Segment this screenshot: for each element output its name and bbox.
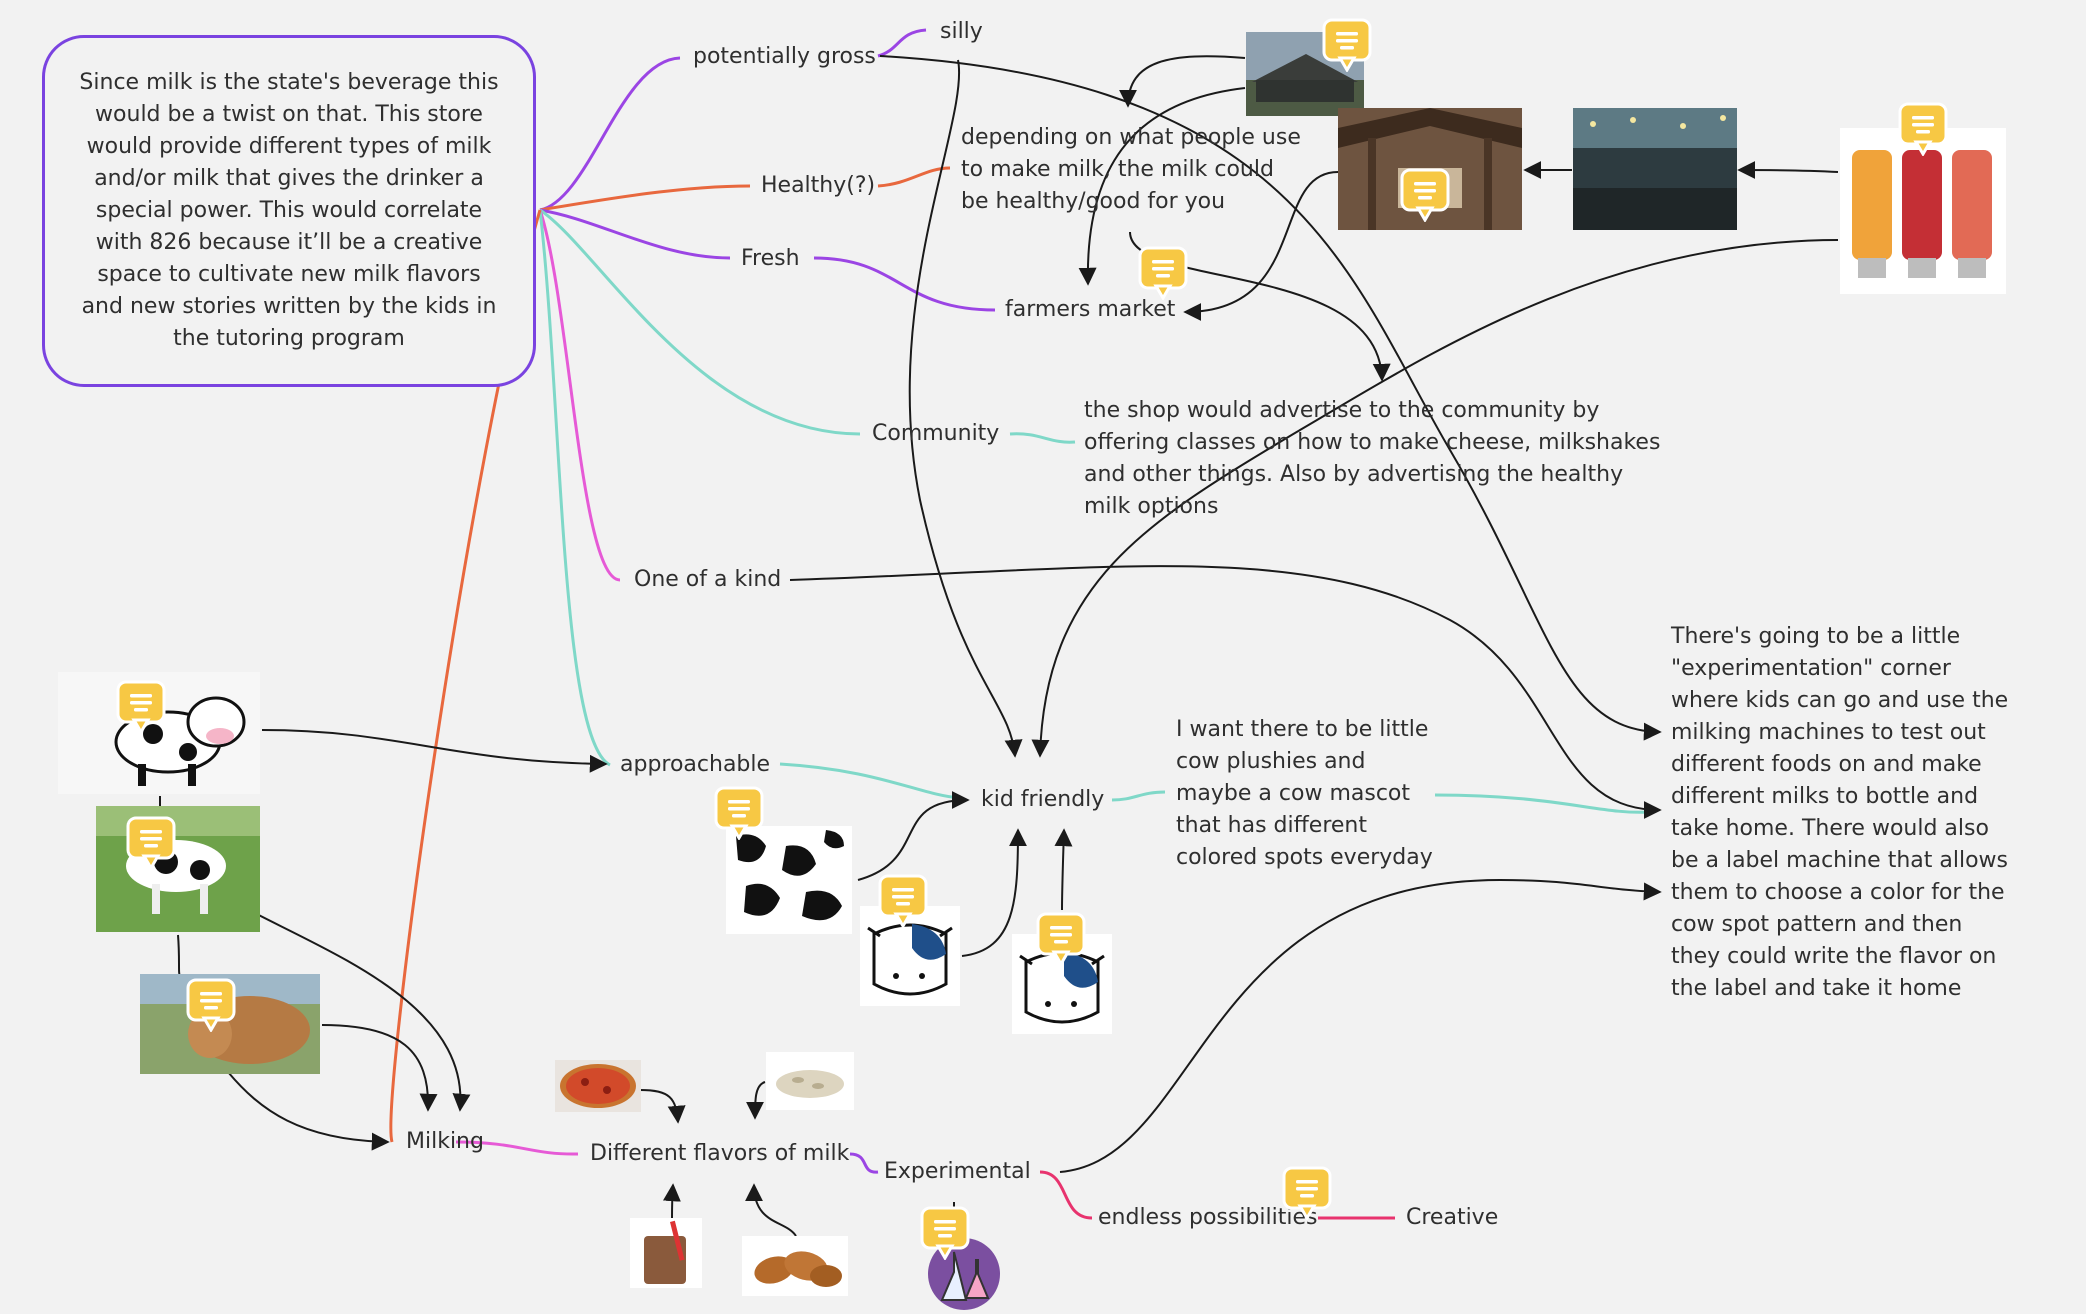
node-community[interactable]: Community xyxy=(872,421,1000,446)
arrow-barn-to-market xyxy=(1119,55,1246,108)
chocolate-milk-image[interactable] xyxy=(630,1218,702,1288)
arrow-cow-to-milking-line xyxy=(177,934,181,976)
arrow-cow-to-approachable xyxy=(261,729,608,773)
branch-one-of-a-kind xyxy=(538,209,621,582)
branch-community xyxy=(539,208,861,436)
node-milking[interactable]: Milking xyxy=(406,1129,484,1154)
node-creative[interactable]: Creative xyxy=(1406,1205,1499,1230)
node-approachable[interactable]: approachable xyxy=(620,752,771,777)
comment-icon[interactable] xyxy=(1282,1166,1332,1220)
comment-icon[interactable] xyxy=(878,874,928,928)
node-fresh[interactable]: Fresh xyxy=(741,246,800,271)
branch-silly xyxy=(877,28,927,58)
arrow-almond-to-flavors xyxy=(745,1183,797,1237)
comment-icon[interactable] xyxy=(1322,18,1372,72)
comment-icon[interactable] xyxy=(920,1206,970,1260)
branch-kid-experiment xyxy=(1434,793,1651,814)
branch-potentially-gross xyxy=(539,56,681,212)
arrow-cowface1-to-kid xyxy=(961,828,1027,957)
arrow-cowfield-to-milking xyxy=(229,899,471,1112)
arrow-oneofakind-to-experiment xyxy=(789,565,1662,819)
arrow-browncow-to-milking xyxy=(321,1024,438,1112)
branch-flavors xyxy=(455,1140,579,1156)
sunflower-seeds-image[interactable] xyxy=(766,1052,854,1110)
node-healthy[interactable]: Healthy(?) xyxy=(761,173,876,198)
comment-icon[interactable] xyxy=(1898,102,1948,156)
arrow-pizza-to-flavors xyxy=(639,1089,686,1124)
node-one-of-a-kind[interactable]: One of a kind xyxy=(634,567,782,592)
cow-spots-pattern-image[interactable] xyxy=(726,826,852,934)
note-community[interactable]: the shop would advertise to the communit… xyxy=(1084,398,1661,519)
note-experiment-corner[interactable]: There's going to be a little "experiment… xyxy=(1671,624,2009,1001)
comment-icon[interactable] xyxy=(714,786,764,840)
node-kid-friendly[interactable]: kid friendly xyxy=(981,787,1105,812)
branch-community-note xyxy=(1009,432,1076,444)
arrow-spots-to-kid xyxy=(857,791,970,881)
arrow-experimental-to-experiment xyxy=(1059,878,1662,1173)
node-potentially-gross[interactable]: potentially gross xyxy=(693,44,876,69)
field-cow-image[interactable] xyxy=(96,806,260,932)
comment-icon[interactable] xyxy=(1400,168,1450,222)
branch-farmers xyxy=(813,256,996,312)
comment-icon[interactable] xyxy=(126,816,176,870)
node-silly[interactable]: silly xyxy=(940,19,983,44)
arrow-barn-to-farmers-2 xyxy=(1183,171,1339,321)
branch-endless xyxy=(1039,1170,1093,1220)
arrow-silly-to-kid xyxy=(908,59,1023,758)
cow-face-image-2[interactable] xyxy=(1012,934,1112,1034)
branch-kid-note xyxy=(1111,790,1166,802)
node-experimental[interactable]: Experimental xyxy=(884,1159,1031,1184)
root-topic[interactable]: Since milk is the state's beverage this … xyxy=(42,35,536,387)
note-kid-friendly[interactable]: I want there to be little cow plushies a… xyxy=(1176,717,1433,870)
branch-approachable xyxy=(538,209,611,767)
arrow-barn-to-farmers xyxy=(1078,87,1246,286)
arrow-candy-to-kid xyxy=(1031,239,1839,758)
branch-healthy-note xyxy=(877,166,951,188)
root-topic-text: Since milk is the state's beverage this … xyxy=(79,70,499,351)
comment-icon[interactable] xyxy=(1138,246,1188,300)
branch-approachable-kid xyxy=(779,762,961,800)
cow-face-image-1[interactable] xyxy=(860,906,960,1006)
comment-icon[interactable] xyxy=(116,680,166,734)
arrow-chocolate-to-flavors xyxy=(662,1183,681,1219)
node-different-flavors[interactable]: Different flavors of milk xyxy=(590,1141,850,1166)
branch-healthy xyxy=(539,184,751,212)
comment-icon[interactable] xyxy=(186,978,236,1032)
node-endless-possibilities[interactable]: endless possibilities xyxy=(1098,1205,1318,1230)
comment-icon[interactable] xyxy=(1036,912,1086,966)
market-crowd-image[interactable] xyxy=(1573,108,1737,230)
arrow-seeds-to-flavors xyxy=(746,1081,766,1120)
branch-fresh xyxy=(539,208,731,260)
arrow-browncow-to-milking-2 xyxy=(227,1071,390,1151)
node-farmers-market[interactable]: farmers market xyxy=(1005,297,1176,322)
almond-image[interactable] xyxy=(742,1236,848,1296)
arrow-gross-to-experiment xyxy=(879,55,1662,741)
branch-experimental xyxy=(849,1152,879,1174)
note-healthy[interactable]: depending on what people use to make mil… xyxy=(961,125,1301,214)
arrow-candy-to-crowd xyxy=(1737,161,1839,180)
arrow-cowface2-to-kid xyxy=(1054,828,1073,911)
pizza-image[interactable] xyxy=(555,1060,641,1112)
